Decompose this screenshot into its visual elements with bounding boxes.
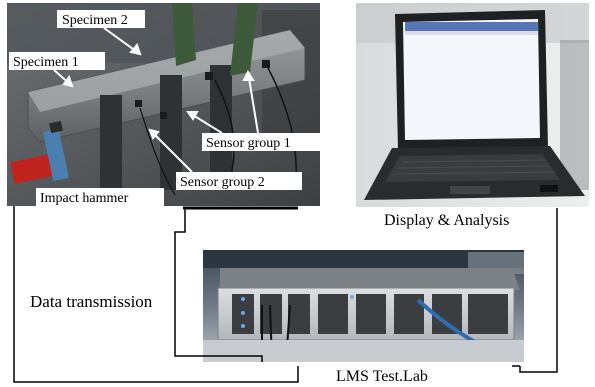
label-arrows: [53, 27, 259, 173]
data-transmission-label: Data transmission: [30, 292, 153, 311]
connection-lines: [13, 206, 558, 383]
specimen-photo: Specimen 2 Specimen 1 Sensor group 1 Sen…: [7, 3, 320, 206]
laptop-photo: [356, 3, 589, 207]
lms-device-photo: [203, 250, 524, 363]
impact-hammer-label: Impact hammer: [40, 191, 129, 206]
lms-testlab-caption: LMS Test.Lab: [336, 368, 428, 385]
specimen-2-label: Specimen 2: [62, 13, 128, 28]
specimen-1-label: Specimen 1: [13, 55, 79, 70]
display-analysis-caption: Display & Analysis: [384, 212, 509, 229]
sensor-group-1-label: Sensor group 1: [206, 136, 291, 151]
sensor-group-2-label: Sensor group 2: [180, 175, 265, 190]
impact-hammer-illustration: [10, 120, 70, 184]
